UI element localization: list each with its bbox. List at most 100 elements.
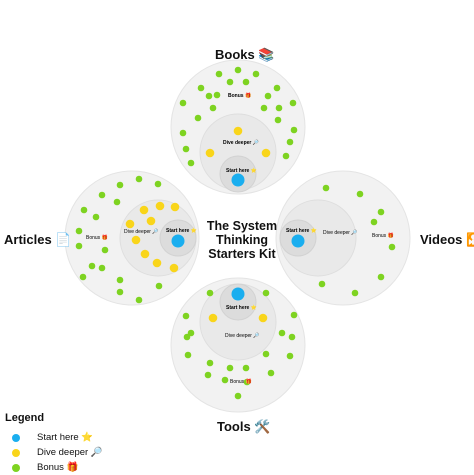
tools-bonus-dot [262,350,270,358]
resource-dots [75,66,396,400]
legend-title: Legend [5,412,45,424]
tools-bonus-dot [184,351,192,359]
books-bonus-dot [273,84,281,92]
videos-bonus-dot [318,280,326,288]
books-bonus-dot [260,104,268,112]
articles-bonus-dot [80,206,88,214]
start-dot-icon [12,433,20,442]
tools-bonus-dot [243,378,251,386]
tools-bonus-dot [226,364,234,372]
articles-bonus-dot [92,213,100,221]
tools-bonus-dot [242,364,250,372]
videos-label: Videos 🎦 [420,232,474,247]
books-start-label: Start here ⭐ [226,167,257,174]
legend: Legend Start here ⭐ Dive deeper 🔎 Bonus … [5,412,103,475]
articles-label: Articles 📄 [4,232,72,247]
tools-cluster [170,277,306,413]
tools-bonus-dot [183,333,191,341]
videos-dive-label: Dive deeper 🔎 [323,229,358,236]
tools-start-dot [231,287,245,301]
books-bonus-dot [274,116,282,124]
articles-bonus-dot [79,273,87,281]
articles-cluster [64,170,200,306]
books-bonus-dot [187,159,195,167]
legend-item-bonus: Bonus 🎁 [5,460,103,475]
books-bonus-dot [286,138,294,146]
center-title: The System Thinking Starters Kit [190,219,294,261]
books-bonus-dot [209,104,217,112]
books-bonus-dot [226,78,234,86]
tools-dive-dot [258,313,268,323]
articles-start-label: Start here ⭐ [166,227,197,234]
books-bonus-dot [179,99,187,107]
articles-bonus-dot [155,282,163,290]
books-bonus-dot [234,66,242,74]
books-bonus-dot [264,92,272,100]
tools-label: Tools 🛠️ [217,419,271,434]
videos-bonus-dot [351,289,359,297]
videos-bonus-dot [377,273,385,281]
books-dive-dot [205,148,215,158]
books-bonus-dot [213,91,221,99]
tools-bonus-label: Bonus 🎁 [230,378,252,385]
books-dive-label: Dive deeper 🔎 [223,139,260,146]
books-bonus-dot [197,84,205,92]
legend-label-bonus: Bonus 🎁 [37,462,79,473]
tools-bonus-dot [267,369,275,377]
articles-dive-dot [169,263,179,273]
tools-bonus-dot [278,329,286,337]
articles-bonus-dot [116,288,124,296]
books-bonus-dot [242,78,250,86]
legend-item-start: Start here ⭐ [5,430,103,445]
articles-dive-dot [131,235,141,245]
books-bonus-dot [290,126,298,134]
videos-bonus-label: Bonus 🎁 [372,232,394,239]
books-bonus-dot [275,104,283,112]
articles-dive-dot [139,205,149,215]
articles-dive-dot [155,201,165,211]
articles-dive-dot [140,249,150,259]
books-bonus-dot [205,92,213,100]
title-line-2: Thinking [215,233,269,247]
articles-bonus-dot [88,262,96,270]
articles-bonus-label: Bonus 🎁 [86,234,108,241]
books-bonus-dot [282,152,290,160]
tools-dive-dot [208,313,218,323]
articles-dive-dot [125,219,135,229]
books-start-dot [231,173,245,187]
articles-dive-dot [146,216,156,226]
videos-cluster [275,170,411,306]
bonus-dot-icon [12,463,20,472]
legend-label-start: Start here ⭐ [37,432,94,443]
title-line-1: The System [206,219,278,233]
articles-bonus-dot [101,246,109,254]
articles-bonus-dot [135,296,143,304]
books-bonus-dot [182,145,190,153]
videos-start-dot [291,234,305,248]
tools-bonus-dot [290,311,298,319]
books-dive-dot [261,148,271,158]
tools-bonus-dot [206,289,214,297]
videos-bonus-dot [322,184,330,192]
books-dive-dot [233,126,243,136]
tools-bonus-dot [262,289,270,297]
tools-start-ring [219,283,257,321]
videos-start-label: Start here ⭐ [286,227,317,234]
videos-bonus-dot [370,218,378,226]
articles-bonus-dot [98,264,106,272]
books-bonus-dot [179,129,187,137]
articles-bonus-dot [135,175,143,183]
videos-bonus-dot [388,243,396,251]
articles-bonus-dot [116,181,124,189]
articles-bonus-dot [116,276,124,284]
title-line-3: Starters Kit [208,247,276,261]
tools-bonus-dot [221,376,229,384]
tools-bonus-dot [182,312,190,320]
articles-dive-dot [170,202,180,212]
tools-start-label: Start here ⭐ [226,304,257,311]
legend-item-dive: Dive deeper 🔎 [5,445,103,460]
tools-bonus-dot [206,359,214,367]
tools-bonus-dot [286,352,294,360]
articles-start-dot [171,234,185,248]
